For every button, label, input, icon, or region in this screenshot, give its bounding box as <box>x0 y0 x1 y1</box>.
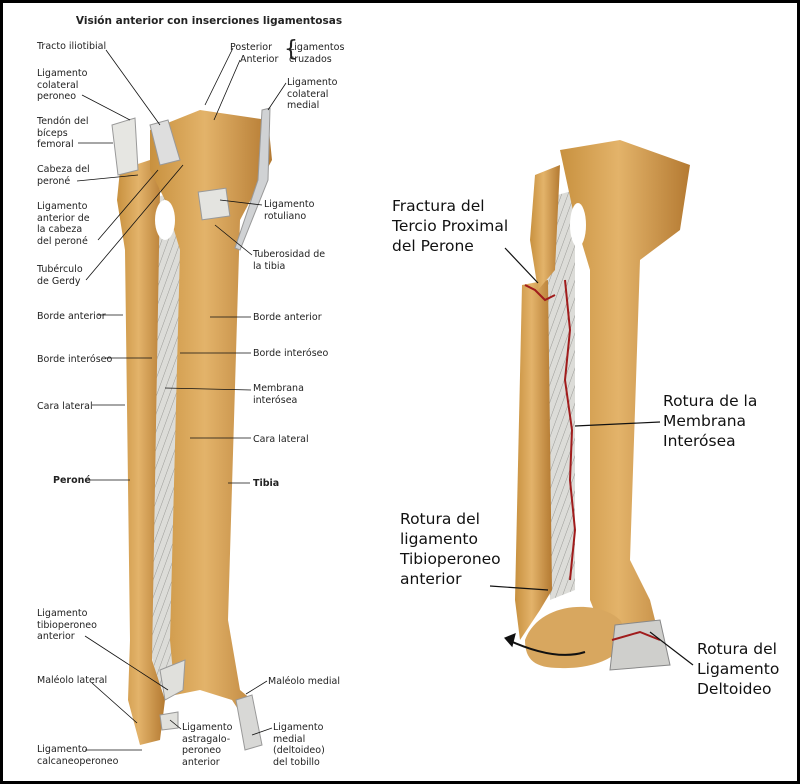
label-maleolo-medial: Maléolo medial <box>268 676 341 687</box>
patellar-ligament <box>197 187 231 221</box>
tibiofibular-ligament <box>159 659 186 701</box>
label-lig-rotuliano: Ligamento rotuliano <box>264 199 315 222</box>
brace: { <box>284 37 298 62</box>
talofibular-ligament <box>159 711 179 731</box>
label-lig-astragaloperoneo: Ligamento astragalo- peroneo anterior <box>182 722 233 768</box>
leader-lines <box>76 47 287 751</box>
label-rotura-membrana: Rotura de la Membrana Interósea <box>663 392 758 450</box>
right-arrows <box>489 247 694 666</box>
label-membrana-interosea: Membrana interóseа <box>253 383 304 406</box>
label-rotura-deltoideo: Rotura del Ligamento Deltoideo <box>697 640 780 698</box>
label-tracto-iliotibial: Tracto iliotibial <box>37 41 107 52</box>
medial-collateral <box>234 107 271 251</box>
tear-line-fracture <box>524 284 556 302</box>
label-tibia: Tibia <box>253 478 280 489</box>
label-lig-anterior-cabeza: Ligamento anterior de la cabeza del pero… <box>37 201 90 247</box>
label-maleolo-lateral: Maléolo lateral <box>37 675 108 686</box>
label-lig-calcaneoperoneo: Ligamento calcaneoperoneo <box>37 744 119 767</box>
biceps-tendon <box>111 117 139 176</box>
fibula <box>117 160 165 745</box>
tibia <box>150 110 272 720</box>
left-leg-bones <box>111 107 272 751</box>
tibia-right <box>560 140 690 650</box>
label-lig-tibioperoneo-anterior: Ligamento tibioperoneo anterior <box>37 608 97 642</box>
talus <box>525 606 626 669</box>
tear-line-membrane <box>563 279 577 581</box>
tear-line-deltoid <box>611 630 661 641</box>
label-rotura-tibioperoneo: Rotura del ligamento Tibioperoneo anteri… <box>400 510 501 588</box>
fibula-proximal <box>530 165 560 290</box>
label-posterior: Posterior <box>230 42 272 53</box>
right-leg-bones <box>515 140 690 671</box>
label-lig-medial-deltoideo: Ligamento medial (deltoideo) del tobillo <box>273 722 325 768</box>
label-borde-anterior-perone: Borde anterior <box>37 311 106 322</box>
label-lig-colateral-medial: Ligamento colateral medial <box>287 77 338 111</box>
label-anterior: Anterior <box>240 54 279 65</box>
label-tuberosidad-tibia: Tuberosidad de la tibia <box>253 249 326 272</box>
label-perone: Peroné <box>53 475 91 486</box>
deltoid-ligament <box>235 694 263 751</box>
deltoid-torn <box>609 619 671 671</box>
label-cabeza-perone: Cabeza del peroné <box>37 164 90 187</box>
label-borde-interoseo-perone: Borde interóseo <box>37 354 113 365</box>
bone-illustrations: { <box>76 37 694 751</box>
label-borde-anterior-tibia: Borde anterior <box>253 312 322 323</box>
label-ligamentos-cruzados: Ligamentos cruzados <box>289 42 345 65</box>
fibula-distal <box>515 280 552 640</box>
label-tendon-biceps: Tendón del bíceps femoral <box>37 116 89 150</box>
label-cara-lateral-perone: Cara lateral <box>37 401 93 412</box>
label-tuberculo-gerdy: Tubérculo de Gerdy <box>37 264 83 287</box>
label-fractura-perone: Fractura del Tercio Proximal del Perone <box>392 197 509 255</box>
iliotibial-tract <box>149 119 181 166</box>
figure-title: Visión anterior con inserciones ligament… <box>75 15 343 27</box>
label-borde-interoseo-tibia: Borde interóseo <box>253 348 329 359</box>
anatomy-figure: { Visión anterior con inserciones ligame… <box>3 3 797 781</box>
label-cara-lateral-tibia: Cara lateral <box>253 434 309 445</box>
label-lig-colateral-peroneo: Ligamento colateral peroneo <box>37 68 88 102</box>
